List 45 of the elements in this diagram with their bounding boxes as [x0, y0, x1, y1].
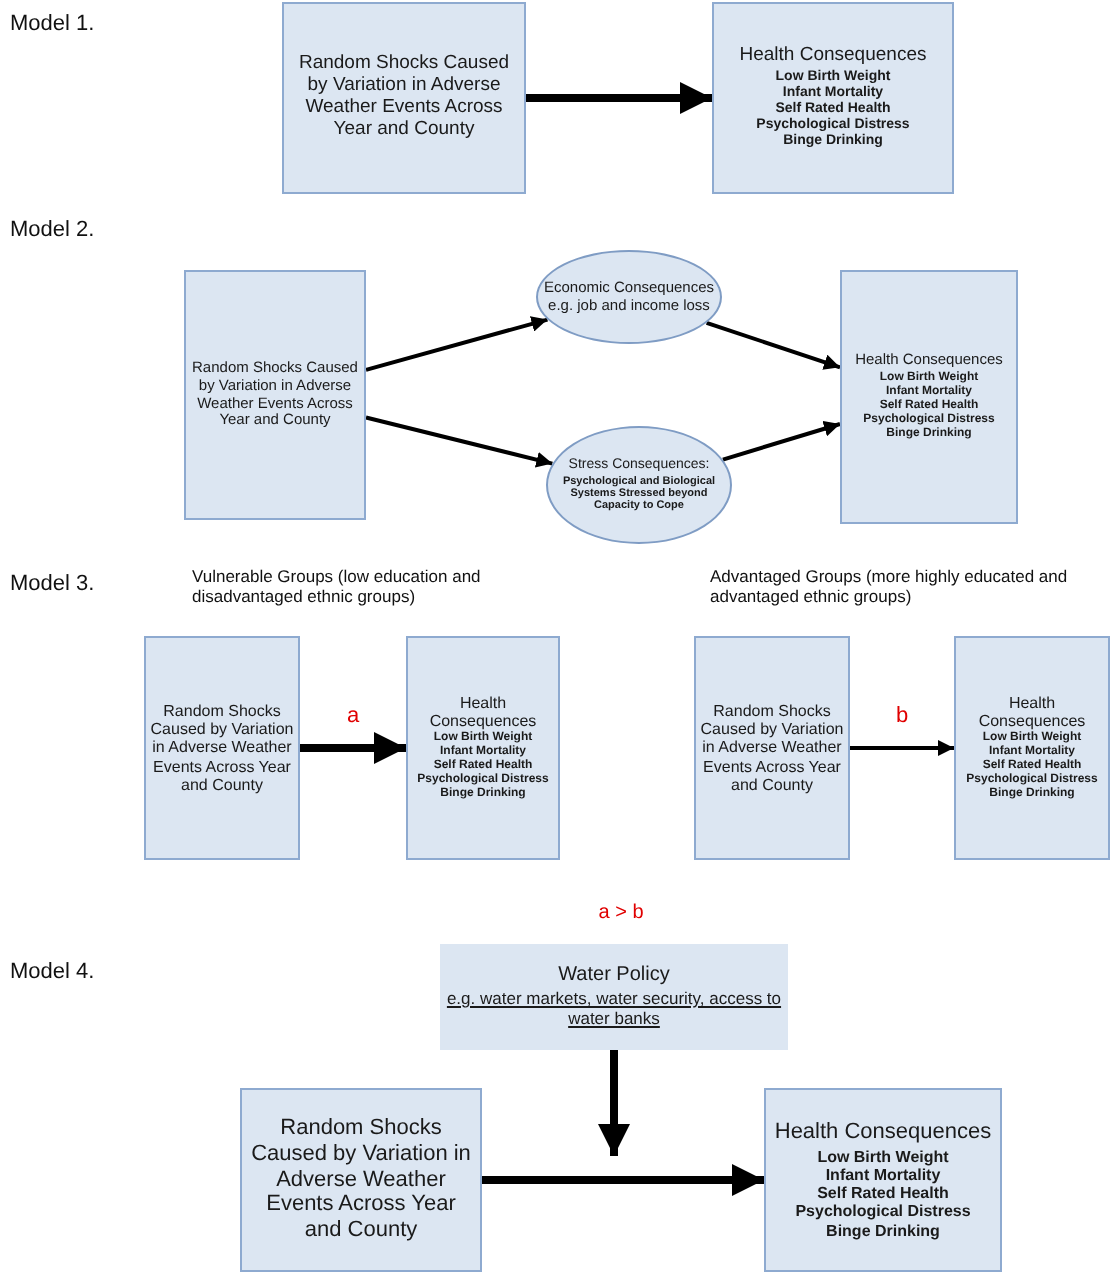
- label-text: Vulnerable Groups (low education and disadvantaged ethnic groups): [192, 566, 483, 607]
- arrow: [365, 415, 553, 468]
- box-heading: Water Policy: [558, 964, 670, 988]
- box-text: Binge Drinking: [826, 1221, 940, 1240]
- arrow: [365, 316, 548, 372]
- comparison-note: a > b: [596, 902, 646, 926]
- box-text: Psychological Distress: [795, 1202, 971, 1222]
- box-heading: Random Shocks Caused by Variation in Adverse Weather Events Across Year and County: [150, 702, 294, 794]
- arrow: [598, 1050, 630, 1156]
- process-box: [694, 636, 850, 860]
- box-heading: Health Consequences: [427, 694, 539, 731]
- arrow: [300, 732, 406, 764]
- arrow: [526, 82, 712, 114]
- process-box: [240, 1088, 482, 1272]
- label-text: Model 3.: [10, 572, 97, 599]
- process-box: [840, 270, 1018, 524]
- box-heading: Health Consequences: [774, 1120, 992, 1146]
- process-box: [764, 1088, 1002, 1272]
- edge-label: a: [344, 705, 362, 727]
- process-box: [282, 2, 526, 194]
- process-box: [712, 2, 954, 194]
- arrow: [482, 1164, 764, 1196]
- edge-label: b: [893, 705, 911, 727]
- process-box: [954, 636, 1110, 860]
- arrow: [850, 740, 954, 756]
- label-text: Model 1.: [10, 12, 97, 39]
- box-text: Low Birth Weight: [817, 1147, 949, 1167]
- label-text: Advantaged Groups (more highly educated and advantaged ethnic groups): [710, 566, 1070, 607]
- ellipse-node: [536, 250, 722, 344]
- box-heading: Health Consequences: [739, 45, 927, 68]
- policy-box: [440, 944, 788, 1050]
- box-heading: Random Shocks Caused by Variation in Adverse Weather Events Across Year and County: [700, 702, 844, 794]
- label-text: Model 4.: [10, 960, 97, 987]
- box-heading: Random Shocks Caused by Variation in Adverse Weather Events Across Year and County: [249, 1116, 473, 1244]
- box-heading: Random Shocks Caused by Variation in Adverse Weather Events Across Year and County: [296, 54, 512, 142]
- box-heading: Health Consequences: [976, 694, 1088, 731]
- process-box: [406, 636, 560, 860]
- arrow: [706, 321, 841, 370]
- process-box: [144, 636, 300, 860]
- box-text: Infant Mortality: [825, 1166, 941, 1185]
- arrow: [722, 421, 841, 462]
- box-text: e.g. water markets, water security, access to water banks: [446, 989, 782, 1030]
- label-text: Model 2.: [10, 218, 97, 245]
- box-text: Self Rated Health: [817, 1184, 949, 1203]
- process-box: [184, 270, 366, 520]
